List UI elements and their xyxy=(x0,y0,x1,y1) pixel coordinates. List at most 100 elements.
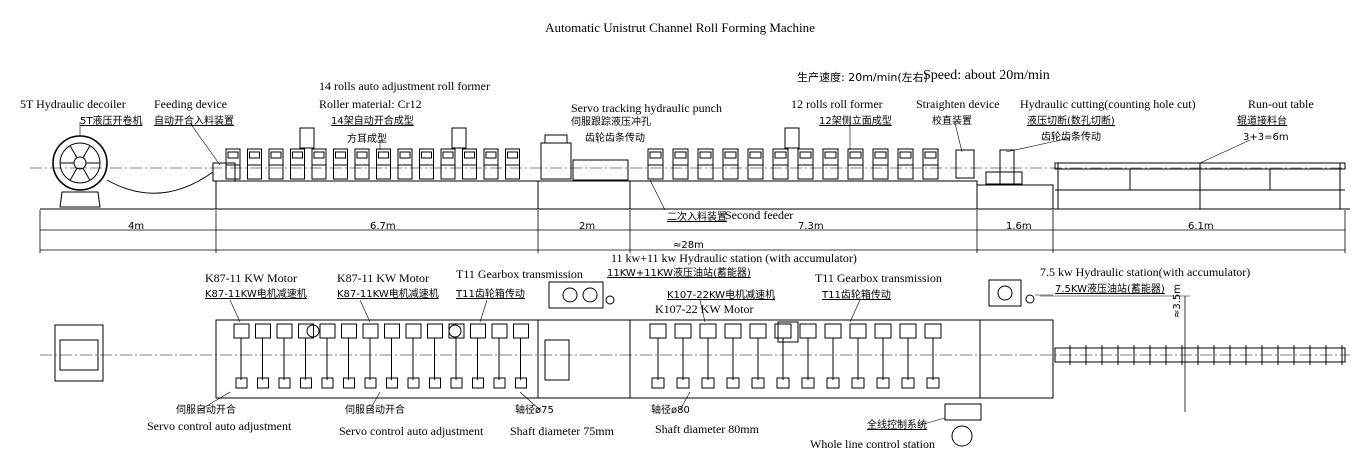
roll-stand-top xyxy=(724,151,737,159)
dim-former14: 6.7m xyxy=(370,221,396,232)
leader-line xyxy=(699,299,706,323)
roll-stand-top xyxy=(899,151,912,159)
gearbox xyxy=(724,323,742,339)
hydraulic11-label-cn: 11KW+11KW液压油站(蓄能器) xyxy=(607,268,751,279)
control-label: Whole line control station xyxy=(810,437,935,451)
punch-label-cn: 伺服跟踪液压冲孔 xyxy=(571,117,651,128)
motor2-label-cn: K87-11KW电机减速机 xyxy=(337,289,439,300)
former14-frame xyxy=(215,180,539,210)
feeding-label-cn: 自动开合入料装置 xyxy=(154,116,234,127)
second-feeder-cn: 二次入料装置 xyxy=(667,212,727,223)
decoiler-plan-inner xyxy=(59,339,99,371)
roll-stand-top xyxy=(313,151,325,159)
pump xyxy=(997,285,1013,301)
shaft-bearing xyxy=(429,377,441,389)
gearbox xyxy=(749,323,767,339)
roll-stand-top xyxy=(924,151,937,159)
gearbox xyxy=(362,323,379,339)
roll-stand xyxy=(397,148,413,180)
gearbox xyxy=(874,323,892,339)
roll-stand-top xyxy=(799,151,812,159)
hydraulic11-label: 11 kw+11 kw Hydraulic station (with accu… xyxy=(611,251,857,265)
punch-plan xyxy=(537,319,631,399)
gearbox xyxy=(899,323,917,339)
roll-stand xyxy=(797,148,814,180)
strip-curve xyxy=(106,171,214,194)
shaft75-label-cn: 轴径ø75 xyxy=(515,405,554,416)
shaft-bearing xyxy=(278,377,291,389)
gearbox xyxy=(470,323,486,339)
roll-stand-top xyxy=(356,151,368,159)
roll-stand xyxy=(376,148,391,180)
roll-stand-top xyxy=(464,151,475,159)
roll-stand xyxy=(311,148,327,180)
dim-runout: 6.1m xyxy=(1188,221,1214,232)
roll-stand-top xyxy=(378,151,389,159)
punch-label: Servo tracking hydraulic punch xyxy=(571,101,722,115)
shaft-bearing xyxy=(751,377,765,389)
roll-stand-top xyxy=(399,151,411,159)
cutting-plan xyxy=(979,319,1054,399)
leader-line xyxy=(479,299,488,323)
cutting-label: Hydraulic cutting(counting hole cut) xyxy=(1020,97,1196,111)
gearbox2-label-cn: T11齿轮箱传动 xyxy=(822,290,891,301)
leader-line xyxy=(369,391,381,411)
former14-label-cn: 14架自动开合成型 xyxy=(331,116,414,127)
gearbox xyxy=(849,323,867,339)
shaft-bearing xyxy=(300,377,312,389)
dimension-lines xyxy=(39,210,1346,412)
servo2-label-cn: 伺服自动开合 xyxy=(345,405,405,416)
roll-stand-top xyxy=(824,151,837,159)
roll-stand xyxy=(354,148,370,180)
motor3-label-cn: K107-22KW电机减速机 xyxy=(667,290,776,301)
decoiler-label-cn: 5T液压开卷机 xyxy=(80,116,143,127)
roll-stand-top xyxy=(649,151,662,159)
roll-stand xyxy=(872,148,889,180)
speed-cn: 生产速度: 20m/min(左右) xyxy=(797,71,928,84)
cutter-base xyxy=(985,171,1023,185)
roll-stand xyxy=(290,148,305,180)
decoiler-base xyxy=(59,191,101,208)
shaft-bearing xyxy=(826,377,840,389)
control-operator xyxy=(951,425,973,447)
former12-label-cn: 12架侧立面成型 xyxy=(819,116,892,127)
leader-line xyxy=(359,299,371,323)
shaft75-label: Shaft diameter 75mm xyxy=(510,424,614,438)
shaft80-label-cn: 轴径ø80 xyxy=(651,405,690,416)
roll-stand-top xyxy=(249,151,260,159)
roll-stand xyxy=(225,148,241,180)
gearbox1-label: T11 Gearbox transmission xyxy=(456,267,583,281)
leader-line xyxy=(1199,139,1251,164)
shaft-bearing xyxy=(726,377,740,389)
decoiler-hub xyxy=(73,156,87,170)
leader-line xyxy=(199,391,231,411)
gearbox xyxy=(255,323,271,339)
roll-stand xyxy=(440,148,456,180)
gearbox xyxy=(649,323,667,339)
roll-stand xyxy=(772,148,789,180)
cutting-label-cn2: 齿轮齿条传动 xyxy=(1041,132,1101,143)
roll-stand xyxy=(922,148,939,180)
pump xyxy=(582,287,598,303)
gearbox xyxy=(699,323,717,339)
roll-stand xyxy=(722,148,739,180)
shaft-bearing xyxy=(776,377,790,389)
motor-plan xyxy=(448,324,462,338)
roll-stand xyxy=(419,148,434,180)
leader-line xyxy=(519,391,541,411)
shaft-bearing xyxy=(364,377,377,389)
decoiler-label: 5T Hydraulic decoiler xyxy=(20,97,126,111)
shaft-bearing xyxy=(235,377,248,389)
gearbox xyxy=(924,323,942,339)
cutter xyxy=(999,149,1015,185)
decoiler-spoke xyxy=(82,167,91,181)
plan-view xyxy=(40,279,1350,447)
gearbox xyxy=(799,323,817,339)
gearbox xyxy=(405,323,422,339)
gearbox xyxy=(276,323,293,339)
hydraulic75-label: 7.5 kw Hydraulic station(with accumulato… xyxy=(1040,265,1251,279)
servo1-label-cn: 伺服自动开合 xyxy=(176,405,236,416)
roll-stand xyxy=(847,148,864,180)
feeding-label: Feeding device xyxy=(154,97,227,111)
roll-stand xyxy=(268,148,284,180)
